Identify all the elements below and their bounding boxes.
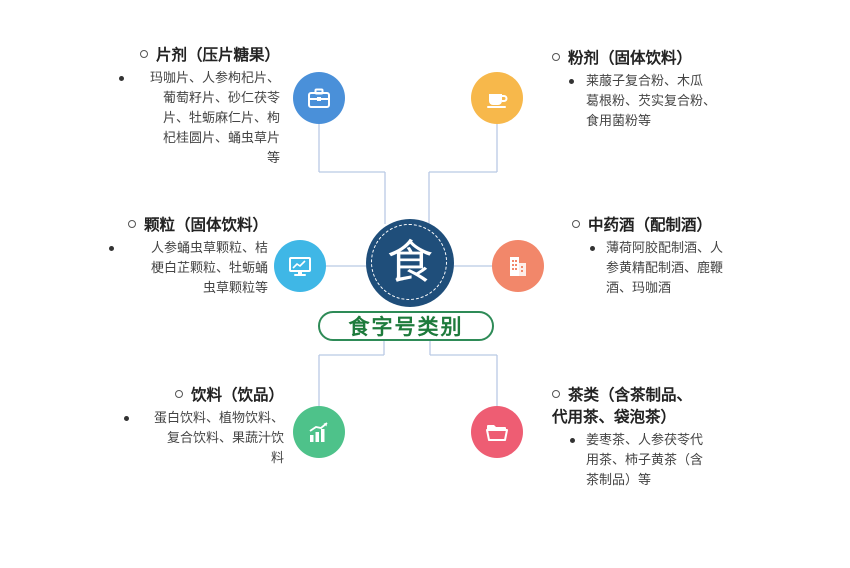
category-title: 中药酒（配制酒） xyxy=(572,214,772,236)
dot-bullet-icon xyxy=(590,246,595,251)
category-desc: 薄荷阿胶配制酒、人 参黄精配制酒、鹿鞭 酒、玛咖酒 xyxy=(572,239,772,299)
desc-line: 酒、玛咖酒 xyxy=(606,281,672,296)
desc-line: 葡萄籽片、砂仁茯苓 xyxy=(162,91,280,106)
desc-line: 梗白芷颗粒、牡蛎蛹 xyxy=(150,261,268,276)
category-title: 颗粒（固体饮料） xyxy=(88,214,268,236)
node-tea xyxy=(471,406,523,458)
node-tablet xyxy=(293,72,345,124)
desc-line: 姜枣茶、人参茯苓代 xyxy=(586,433,704,448)
category-desc: 莱菔子复合粉、木瓜 葛根粉、芡实复合粉、 食用菌粉等 xyxy=(552,72,752,132)
center-ring xyxy=(371,224,447,300)
monitor-icon xyxy=(289,257,311,276)
category-tablet: 片剂（压片糖果） 玛咖片、人参枸杞片、 葡萄籽片、砂仁茯苓 片、牡蛎麻仁片、枸 … xyxy=(100,44,280,169)
circle-bullet-icon xyxy=(127,219,136,228)
desc-line: 片、牡蛎麻仁片、枸 xyxy=(162,111,280,126)
node-powder xyxy=(471,72,523,124)
dot-bullet-icon xyxy=(569,79,574,84)
dot-bullet-icon xyxy=(570,438,575,443)
desc-line: 参黄精配制酒、鹿鞭 xyxy=(606,261,724,276)
coffee-cup-icon xyxy=(487,94,508,108)
dot-bullet-icon xyxy=(119,76,124,81)
category-desc: 姜枣茶、人参茯苓代 用茶、柿子黄茶（含 茶制品）等 xyxy=(552,431,772,491)
category-title-text: 中药酒（配制酒） xyxy=(588,216,713,234)
category-title: 片剂（压片糖果） xyxy=(100,44,280,66)
dot-bullet-icon xyxy=(124,416,129,421)
desc-line: 复合饮料、果蔬汁饮 xyxy=(166,431,284,446)
category-title-text: 粉剂（固体饮料） xyxy=(568,49,693,67)
desc-line: 莱菔子复合粉、木瓜 xyxy=(586,74,704,89)
category-title: 粉剂（固体饮料） xyxy=(552,47,752,69)
node-granule xyxy=(274,240,326,292)
desc-line: 薄荷阿胶配制酒、人 xyxy=(606,241,724,256)
category-powder: 粉剂（固体饮料） 莱菔子复合粉、木瓜 葛根粉、芡实复合粉、 食用菌粉等 xyxy=(552,47,752,132)
dot-bullet-icon xyxy=(109,246,114,251)
category-drink: 饮料（饮品） 蛋白饮料、植物饮料、 复合饮料、果蔬汁饮 料 xyxy=(104,384,284,469)
category-tea: 茶类（含茶制品、 代用茶、袋泡茶） 姜枣茶、人参茯苓代 用茶、柿子黄茶（含 茶制… xyxy=(552,384,772,491)
desc-line: 杞桂圆片、蛹虫草片 xyxy=(162,131,280,146)
circle-bullet-icon xyxy=(174,389,183,398)
desc-line: 葛根粉、芡实复合粉、 xyxy=(586,94,717,109)
circle-bullet-icon xyxy=(552,52,560,61)
category-title-text: 饮料（饮品） xyxy=(190,386,284,404)
category-granule: 颗粒（固体饮料） 人参蛹虫草颗粒、桔 梗白芷颗粒、牡蛎蛹 虫草颗粒等 xyxy=(88,214,268,299)
desc-line: 玛咖片、人参枸杞片、 xyxy=(149,71,280,86)
desc-line: 蛋白饮料、植物饮料、 xyxy=(153,411,284,426)
briefcase-icon xyxy=(308,88,330,108)
desc-line: 料 xyxy=(270,451,284,466)
desc-line: 人参蛹虫草颗粒、桔 xyxy=(150,241,268,256)
desc-line: 虫草颗粒等 xyxy=(202,281,268,296)
category-title-text: 片剂（压片糖果） xyxy=(155,46,280,64)
node-wine xyxy=(492,240,544,292)
center-node: 食 xyxy=(366,219,454,307)
folder-icon xyxy=(486,425,508,441)
category-title-text: 颗粒（固体饮料） xyxy=(143,216,268,234)
desc-line: 用茶、柿子黄茶（含 xyxy=(586,453,704,468)
desc-line: 茶制品）等 xyxy=(586,473,652,488)
desc-line: 食用菌粉等 xyxy=(586,114,652,129)
category-title-text: 茶类（含茶制品、 xyxy=(568,386,693,404)
circle-bullet-icon xyxy=(572,219,580,228)
category-desc: 人参蛹虫草颗粒、桔 梗白芷颗粒、牡蛎蛹 虫草颗粒等 xyxy=(88,239,268,299)
center-banner: 食字号类别 xyxy=(318,311,494,341)
center-glyph: 食 xyxy=(387,235,433,289)
growth-chart-icon xyxy=(309,422,328,442)
circle-bullet-icon xyxy=(139,49,148,58)
node-drink xyxy=(293,406,345,458)
circle-bullet-icon xyxy=(552,389,560,398)
buildings-icon xyxy=(510,257,526,276)
category-title-text: 代用茶、袋泡茶） xyxy=(552,408,677,426)
category-desc: 蛋白饮料、植物饮料、 复合饮料、果蔬汁饮 料 xyxy=(104,409,284,469)
desc-line: 等 xyxy=(266,151,280,166)
category-title: 饮料（饮品） xyxy=(104,384,284,406)
category-title: 茶类（含茶制品、 代用茶、袋泡茶） xyxy=(552,384,772,428)
category-desc: 玛咖片、人参枸杞片、 葡萄籽片、砂仁茯苓 片、牡蛎麻仁片、枸 杞桂圆片、蛹虫草片… xyxy=(100,69,280,169)
category-wine: 中药酒（配制酒） 薄荷阿胶配制酒、人 参黄精配制酒、鹿鞭 酒、玛咖酒 xyxy=(572,214,772,299)
